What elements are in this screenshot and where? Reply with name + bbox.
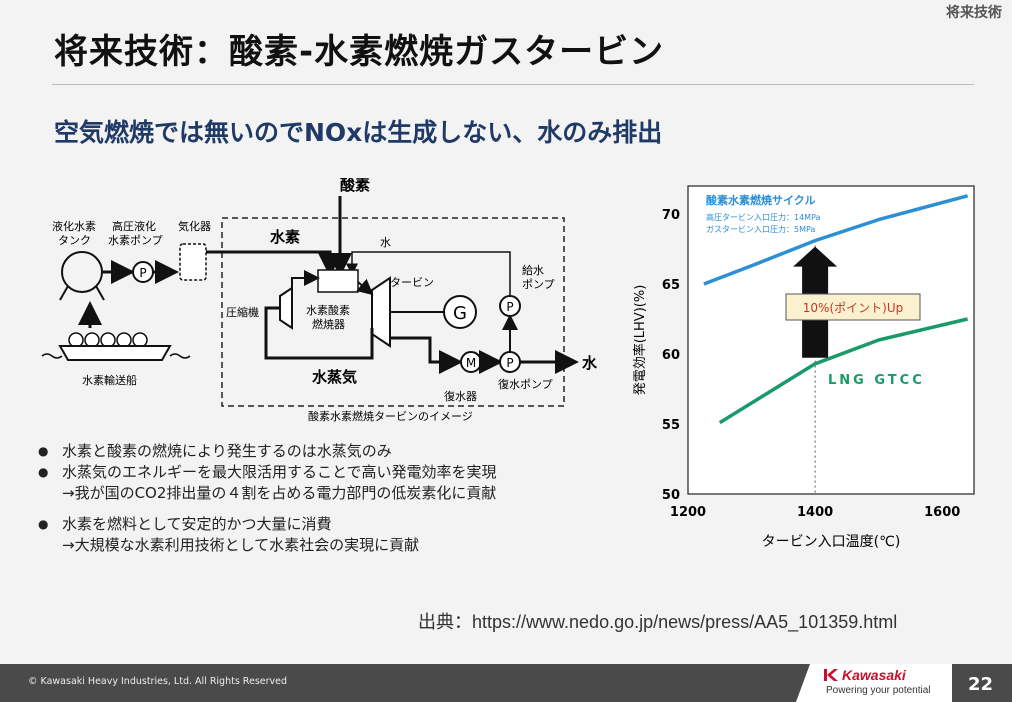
logo-panel	[796, 664, 952, 702]
ship-label: 水素輸送船	[82, 373, 137, 387]
efficiency-chart-svg: 50 55 60 65 70 1200 1400 1600 酸素水素燃焼サイクル 高圧タービ…	[632, 185, 975, 550]
x-tick-label: 1400	[797, 505, 833, 520]
efficiency-chart: 50 55 60 65 70 1200 1400 1600 酸素水素燃焼サイクル 高圧タービ…	[632, 178, 978, 558]
legend-cycle: 酸素水素燃焼サイクル	[706, 193, 815, 207]
improvement-box	[785, 293, 921, 321]
y-axis-label: 発電効率(LHV)(%)	[632, 285, 648, 396]
oxygen-label: 酸素	[340, 178, 370, 194]
condensate-pump-label: 復水ポンプ	[498, 378, 553, 391]
copyright: © Kawasaki Heavy Industries, Ltd. All Ri…	[28, 676, 288, 687]
bullet-list: 水素と酸素の燃焼により発生するのは水蒸気のみ 水蒸気のエネルギーを最大限活用する…	[38, 441, 638, 556]
svg-text:P: P	[506, 300, 513, 314]
hp-pump-label: 高圧液化	[112, 219, 156, 233]
combustor-label-2: 燃焼器	[312, 317, 345, 331]
y-tick-label: 60	[662, 348, 680, 363]
diagram-caption: 酸素水素燃焼タービンのイメージ	[308, 409, 473, 423]
bullet-3-sub: →大規模な水素利用技術として水素社会の実現に貢献	[62, 536, 420, 554]
series-line-2	[718, 317, 969, 425]
x-axis-label: タービン入口温度(℃)	[762, 534, 901, 550]
cycle-note-2: ガスタービン入口圧力：5MPa	[706, 224, 815, 234]
vaporizer	[179, 243, 207, 281]
feedwater-pump-label-2: ポンプ	[522, 278, 555, 291]
y-tick-label: 65	[662, 278, 680, 293]
ship-icon	[41, 332, 191, 361]
y-tick-label: 55	[662, 418, 680, 433]
system-diagram: 酸素 液化水素 タンク 高圧液化 水素ポンプ P 気化器 水素 水 水素酸素 燃…	[41, 178, 598, 423]
lh2-tank-label-2: タンク	[58, 234, 91, 247]
company-logo: Kawasaki	[842, 667, 906, 683]
hydrogen-label: 水素	[270, 228, 300, 246]
source-citation: 出典：https://www.nedo.go.jp/news/press/AA5…	[418, 612, 898, 632]
condenser-label: 復水器	[444, 390, 477, 403]
y-tick-label: 50	[662, 488, 680, 503]
svg-text:P: P	[139, 266, 146, 280]
water-line	[346, 251, 511, 296]
compressor-label: 圧縮機	[226, 305, 259, 319]
plant-boundary	[221, 217, 565, 407]
improvement-label: 10%(ポイント)Up	[803, 301, 903, 315]
hp-pump-label-2: 水素ポンプ	[108, 234, 163, 247]
combustor-label: 水素酸素	[306, 303, 350, 317]
legend-lng: LNG GTCC	[828, 373, 925, 388]
compressor	[279, 286, 293, 330]
svg-text:P: P	[506, 356, 513, 370]
turbine-label: タービン	[390, 276, 434, 289]
water-out-label: 水	[582, 354, 598, 372]
combustor	[317, 269, 359, 293]
title-divider	[52, 84, 974, 85]
svg-text:G: G	[453, 303, 467, 324]
bullet-2: 水蒸気のエネルギーを最大限活用することで高い発電効率を実現	[38, 462, 638, 483]
company-tagline: Powering your potential	[826, 685, 931, 696]
steam-loop	[264, 306, 374, 360]
hydrogen-line	[206, 250, 342, 277]
feedwater-pump	[499, 295, 521, 317]
page-number: 22	[968, 674, 994, 695]
kawasaki-logo-icon	[824, 669, 838, 681]
svg-text:M: M	[466, 356, 476, 370]
x-tick-label: 1200	[670, 505, 706, 520]
steam-label: 水蒸気	[312, 368, 357, 386]
turbine	[371, 276, 391, 348]
section-tag: 将来技術	[946, 5, 1002, 21]
page-title: 将来技術：酸素-水素燃焼ガスタービン	[54, 32, 665, 72]
feedwater-pump-label: 給水	[522, 263, 544, 277]
page-subtitle: 空気燃焼では無いのでNOxは生成しない、水のみ排出	[54, 118, 663, 147]
y-tick-label: 70	[662, 208, 680, 223]
bullet-2-sub: →我が国のCO2排出量の４割を占める電力部門の低炭素化に貢献	[62, 484, 497, 502]
bullet-3: 水素を燃料として安定的かつ大量に消費	[38, 514, 638, 535]
bullet-1: 水素と酸素の燃焼により発生するのは水蒸気のみ	[38, 441, 638, 462]
cycle-note-1: 高圧タービン入口圧力：14MPa	[706, 212, 821, 222]
vaporizer-label: 気化器	[178, 219, 211, 233]
water-line-label: 水	[380, 236, 391, 249]
generator	[443, 295, 477, 329]
series-line-1	[703, 194, 969, 286]
x-tick-label: 1600	[924, 505, 960, 520]
lh2-tank-label: 液化水素	[52, 219, 96, 233]
plot-area	[687, 185, 975, 495]
